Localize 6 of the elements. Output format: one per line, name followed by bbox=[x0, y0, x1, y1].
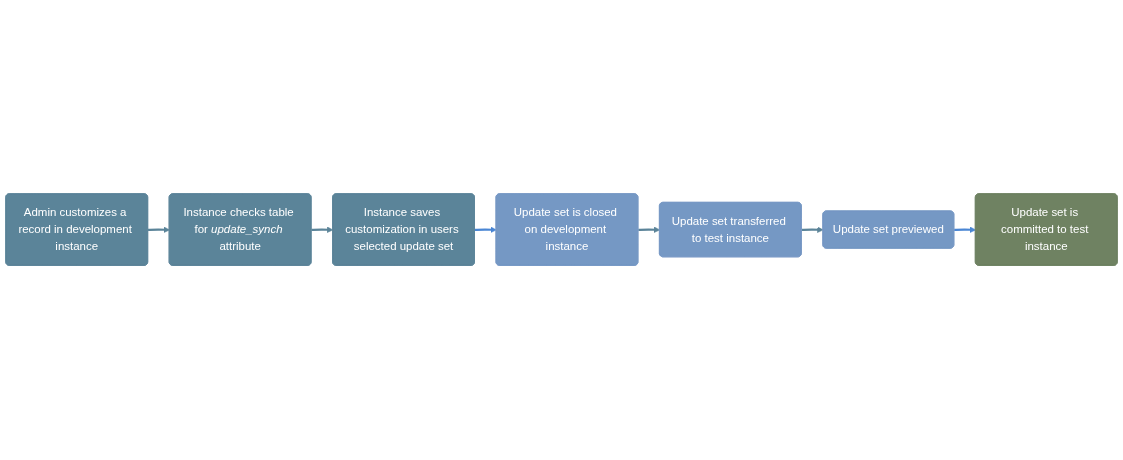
arrow bbox=[638, 227, 661, 234]
arrow bbox=[801, 227, 824, 234]
arrow bbox=[954, 227, 976, 234]
arrow bbox=[311, 227, 334, 234]
arrow bbox=[148, 227, 170, 234]
arrow bbox=[474, 227, 497, 234]
